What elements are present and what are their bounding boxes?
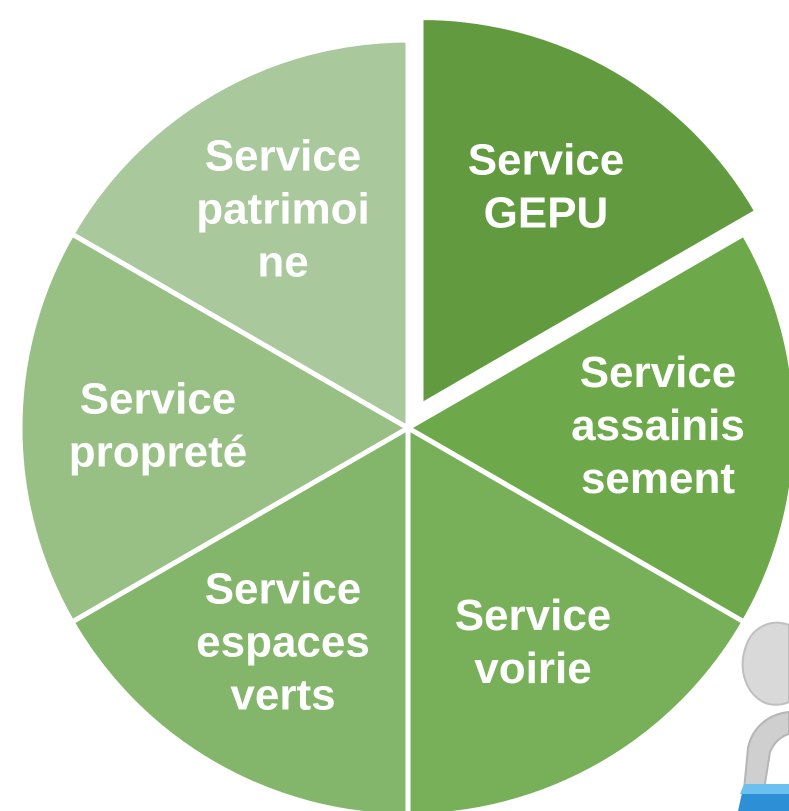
slice-assainissement-label-line: Service bbox=[580, 348, 737, 397]
slice-voirie-label-line: Service bbox=[455, 591, 612, 640]
slice-patrimoine-label-line: Service bbox=[205, 131, 362, 180]
pie-slices bbox=[17, 14, 789, 811]
slice-voirie-label-line: voirie bbox=[474, 644, 591, 693]
slice-patrimoine-label-line: ne bbox=[257, 237, 308, 286]
slice-gepu-label-line: GEPU bbox=[484, 188, 609, 237]
slice-espacesverts bbox=[69, 425, 411, 811]
slice-proprete bbox=[17, 231, 411, 625]
slice-patrimoine-label-line: patrimoi bbox=[196, 184, 370, 233]
slice-espacesverts-label-line: espaces bbox=[196, 617, 370, 666]
slice-assainissement-label-line: assainis bbox=[571, 401, 745, 450]
slice-gepu-label-line: Service bbox=[468, 135, 625, 184]
slice-assainissement-label-line: sement bbox=[581, 454, 735, 503]
person-pushing-puzzle-piece-icon bbox=[738, 621, 789, 811]
slice-voirie bbox=[405, 425, 747, 811]
slice-gepu bbox=[418, 14, 760, 408]
slice-espacesverts-label-line: Service bbox=[205, 564, 362, 613]
slice-patrimoine bbox=[69, 37, 411, 431]
slice-proprete-label-line: propreté bbox=[69, 427, 247, 476]
slice-proprete-label-line: Service bbox=[80, 374, 237, 423]
slice-assainissement bbox=[405, 231, 789, 625]
slice-espacesverts-label-line: verts bbox=[230, 670, 335, 719]
